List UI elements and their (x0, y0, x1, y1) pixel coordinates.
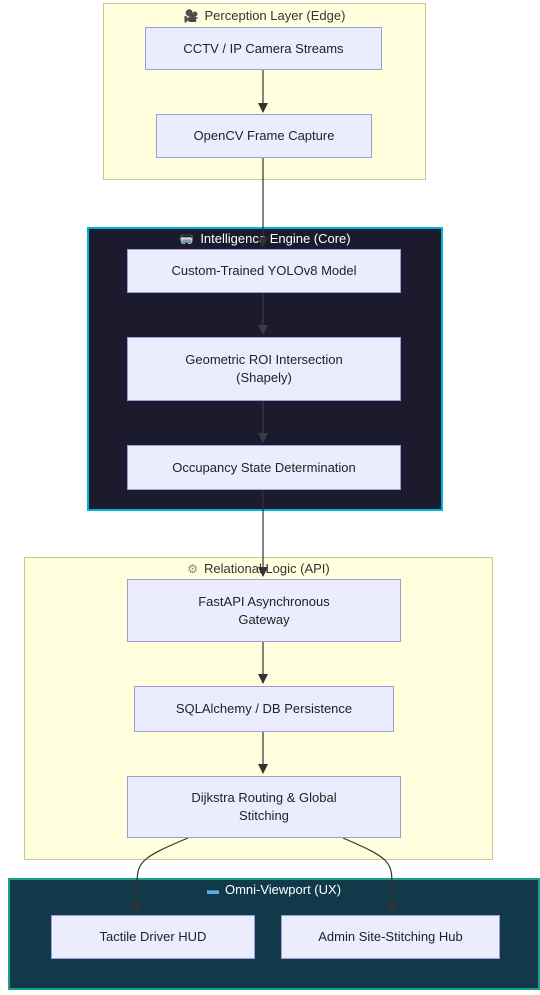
edge-dijkstra-driver-hud (132, 837, 189, 913)
node-occupancy-state[interactable]: Occupancy State Determination (127, 445, 401, 490)
node-geometric-roi-intersection[interactable]: Geometric ROI Intersection (Shapely) (127, 337, 401, 401)
monitor-icon: ▬ (206, 883, 219, 897)
robot-icon: 🥽 (179, 232, 195, 246)
node-label: Occupancy State Determination (172, 459, 356, 475)
cluster-title-ux: Omni-Viewport (UX) (224, 882, 342, 897)
camera-icon: 🎥 (183, 9, 199, 23)
cluster-title-perception: Perception Layer (Edge) (204, 8, 346, 23)
node-label: CCTV / IP Camera Streams (183, 40, 344, 56)
node-admin-site-stitching-hub[interactable]: Admin Site-Stitching Hub (281, 915, 500, 959)
node-label: Custom-Trained YOLOv8 Model (171, 263, 357, 278)
node-sqlalchemy-persistence[interactable]: SQLAlchemy / DB Persistence (134, 686, 394, 732)
gear-icon: ⚙ (187, 562, 199, 576)
node-label: Geometric ROI Intersection (Shapely) (185, 352, 343, 385)
node-opencv-frame-capture[interactable]: OpenCV Frame Capture (156, 114, 372, 158)
node-dijkstra-routing[interactable]: Dijkstra Routing & Global Stitching (127, 776, 401, 838)
node-tactile-driver-hud[interactable]: Tactile Driver HUD (51, 915, 255, 959)
node-yolov8-model[interactable]: Custom-Trained YOLOv8 Model (127, 249, 401, 293)
cluster-title-core: Intelligence Engine (Core) (200, 231, 351, 246)
node-label: FastAPI Asynchronous Gateway (198, 593, 330, 627)
node-label: SQLAlchemy / DB Persistence (175, 701, 353, 716)
node-cctv-camera-streams[interactable]: CCTV / IP Camera Streams (145, 27, 382, 70)
node-fastapi-gateway[interactable]: FastAPI Asynchronous Gateway (127, 579, 401, 642)
node-label: Admin Site-Stitching Hub (318, 929, 463, 944)
node-label: OpenCV Frame Capture (193, 128, 335, 143)
edge-dijkstra-admin-hub (342, 837, 397, 913)
node-label: Tactile Driver HUD (99, 929, 207, 944)
node-label: Dijkstra Routing & Global Stitching (191, 790, 337, 823)
